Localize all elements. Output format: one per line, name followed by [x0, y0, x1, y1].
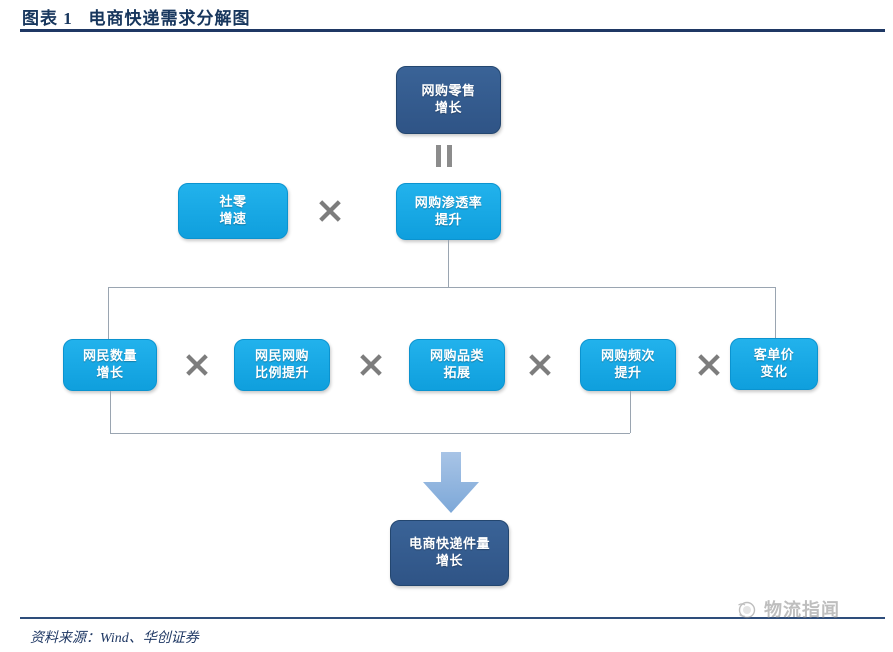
- operator-equals: [436, 145, 452, 167]
- operator-times-level1: [317, 198, 343, 224]
- node-retail-sales-growth[interactable]: 社零 增速: [178, 183, 288, 239]
- exhibit-label: 图表 1: [22, 9, 73, 28]
- operator-times-4: [696, 352, 722, 378]
- connector-lower-riser-left: [110, 391, 111, 433]
- node-online-penetration-rise[interactable]: 网购渗透率 提升: [396, 183, 501, 240]
- node-online-retail-growth[interactable]: 网购零售 增长: [396, 66, 501, 134]
- node-purchase-frequency-rise[interactable]: 网购频次 提升: [580, 339, 676, 391]
- connector-bus-drop-right: [775, 287, 776, 338]
- node-ecommerce-parcel-volume-growth[interactable]: 电商快递件量 增长: [390, 520, 509, 586]
- equals-bar-right: [447, 145, 452, 167]
- connector-bus-bottom: [110, 433, 630, 434]
- node-average-order-value-change[interactable]: 客单价 变化: [730, 338, 818, 390]
- footer-rule: [20, 617, 885, 619]
- node-category-expansion[interactable]: 网购品类 拓展: [409, 339, 505, 391]
- watermark: 物流指闻: [735, 596, 840, 622]
- connector-lower-riser-right: [630, 391, 631, 433]
- operator-times-1: [184, 352, 210, 378]
- page-title: 图表 1 电商快递需求分解图: [22, 4, 251, 29]
- header-rule: [20, 29, 885, 32]
- connector-bus-top: [108, 287, 776, 288]
- down-arrow-icon: [421, 452, 481, 514]
- exhibit-title-text: 电商快递需求分解图: [88, 9, 251, 28]
- source-note: 资料来源：Wind、华创证券: [30, 631, 199, 646]
- operator-times-3: [527, 352, 553, 378]
- connector-penetration-to-bus: [448, 240, 449, 287]
- connector-bus-drop-left: [108, 287, 109, 339]
- equals-bar-left: [436, 145, 441, 167]
- watermark-text: 物流指闻: [764, 600, 840, 620]
- circle-bird-logo-icon: [738, 601, 756, 619]
- operator-times-2: [358, 352, 384, 378]
- node-netizen-shopping-ratio[interactable]: 网民网购 比例提升: [234, 339, 330, 391]
- node-netizen-count-growth[interactable]: 网民数量 增长: [63, 339, 157, 391]
